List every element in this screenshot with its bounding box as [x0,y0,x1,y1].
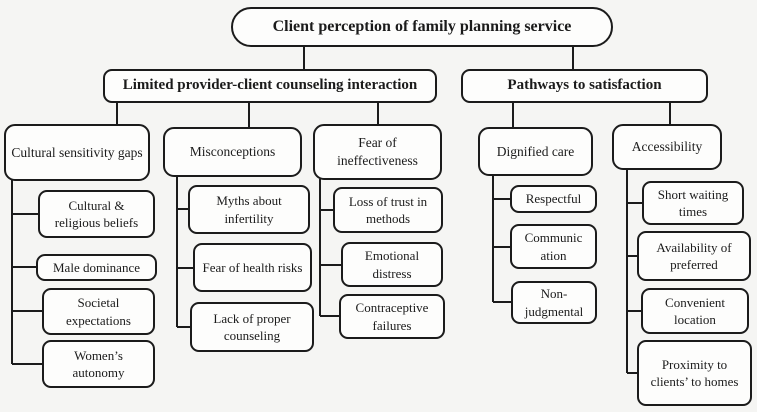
node-respectful: Respectful [510,185,597,213]
node-emotional-distress: Emotional distress [341,242,443,287]
node-client-perception-root: Client perception of family planning ser… [231,7,613,47]
node-non-judgmental: Non-judgmental [511,281,597,324]
node-fear-of-ineffectiveness: Fear of ineffectiveness [313,124,442,180]
node-pathways-to-satisfaction: Pathways to satisfaction [461,69,708,103]
node-limited-provider-client-counseling-interaction: Limited provider-client counseling inter… [103,69,437,103]
node-cultural-sensitivity-gaps: Cultural sensitivity gaps [4,124,150,181]
node-male-dominance: Male dominance [36,254,157,281]
node-contraceptive-failures: Contraceptive failures [339,294,445,339]
node-misconceptions: Misconceptions [163,127,302,177]
node-fear-of-health-risks: Fear of health risks [193,243,312,292]
node-accessibility: Accessibility [612,124,722,170]
node-myths-about-infertility: Myths about infertility [188,185,310,234]
node-cultural-religious-beliefs: Cultural & religious beliefs [38,190,155,238]
node-communication: Communic ation [510,224,597,269]
node-lack-of-proper-counseling: Lack of proper counseling [190,302,314,352]
node-availability-of-preferred: Availability of preferred [637,231,751,281]
node-womens-autonomy: Women’s autonomy [42,340,155,388]
node-loss-of-trust-in-methods: Loss of trust in methods [333,187,443,233]
node-societal-expectations: Societal expectations [42,288,155,335]
node-dignified-care: Dignified care [478,127,593,176]
node-short-waiting-times: Short waiting times [642,181,744,225]
node-convenient-location: Convenient location [641,288,749,334]
node-proximity-to-clients-homes: Proximity to clients’ to homes [637,340,752,406]
